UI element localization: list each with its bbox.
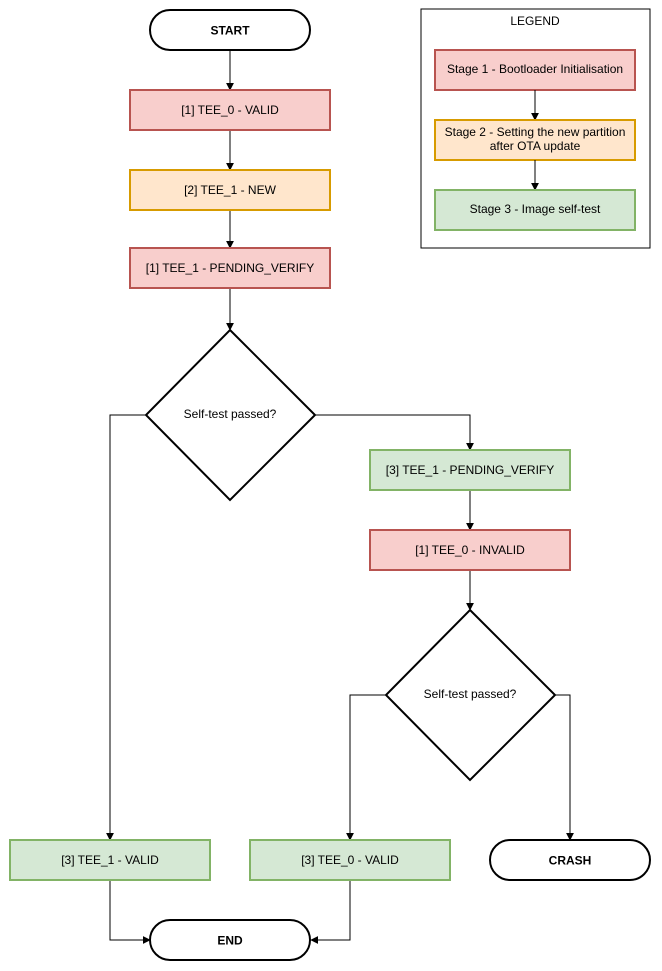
legend-stage2-line2: after OTA update: [490, 139, 581, 153]
edges: [106, 50, 574, 944]
decision-self-test-2: Self-test passed?: [384, 608, 557, 782]
edge-decision1-left-to-tee1-valid: [106, 414, 146, 841]
start-node: START: [149, 9, 311, 51]
edge-decision2-left-to-tee0-valid3: [346, 694, 386, 841]
legend-stage3-label: Stage 3 - Image self-test: [470, 202, 601, 216]
end-label: END: [217, 934, 243, 948]
legend: LEGEND Stage 1 - Bootloader Initialisati…: [420, 8, 651, 249]
decision1-label: Self-test passed?: [184, 407, 277, 421]
node-tee0-invalid: [1] TEE_0 - INVALID: [369, 529, 571, 571]
tee1-valid-label: [3] TEE_1 - VALID: [61, 853, 159, 867]
tee1-new-label: [2] TEE_1 - NEW: [184, 183, 276, 197]
edge-decision1-right-to-tee1-pending3: [315, 414, 474, 451]
node-tee1-valid: [3] TEE_1 - VALID: [9, 839, 211, 881]
node-tee1-pending-verify-stage3: [3] TEE_1 - PENDING_VERIFY: [369, 449, 571, 491]
tee1-pending-1-label: [1] TEE_1 - PENDING_VERIFY: [146, 261, 315, 275]
node-tee1-new: [2] TEE_1 - NEW: [129, 169, 331, 211]
legend-title: LEGEND: [510, 14, 560, 28]
tee1-pending-3-label: [3] TEE_1 - PENDING_VERIFY: [386, 463, 555, 477]
legend-stage2-line1: Stage 2 - Setting the new partition: [445, 125, 626, 139]
decision-self-test-1: Self-test passed?: [144, 328, 317, 502]
edge-tee0-valid3-to-end: [310, 880, 351, 944]
node-tee1-pending-verify-stage1: [1] TEE_1 - PENDING_VERIFY: [129, 247, 331, 289]
crash-label: CRASH: [549, 854, 592, 868]
tee0-valid-3-label: [3] TEE_0 - VALID: [301, 853, 399, 867]
node-tee0-valid-stage3: [3] TEE_0 - VALID: [249, 839, 451, 881]
decision2-label: Self-test passed?: [424, 687, 517, 701]
edge-tee1-valid-to-end: [109, 880, 151, 944]
node-tee0-valid: [1] TEE_0 - VALID: [129, 89, 331, 131]
start-label: START: [210, 24, 250, 38]
crash-node: CRASH: [489, 839, 651, 881]
tee0-invalid-label: [1] TEE_0 - INVALID: [415, 543, 525, 557]
end-node: END: [149, 919, 311, 961]
legend-stage1-label: Stage 1 - Bootloader Initialisation: [447, 62, 623, 76]
tee0-valid-label: [1] TEE_0 - VALID: [181, 103, 279, 117]
edge-decision2-right-to-crash: [555, 694, 574, 841]
